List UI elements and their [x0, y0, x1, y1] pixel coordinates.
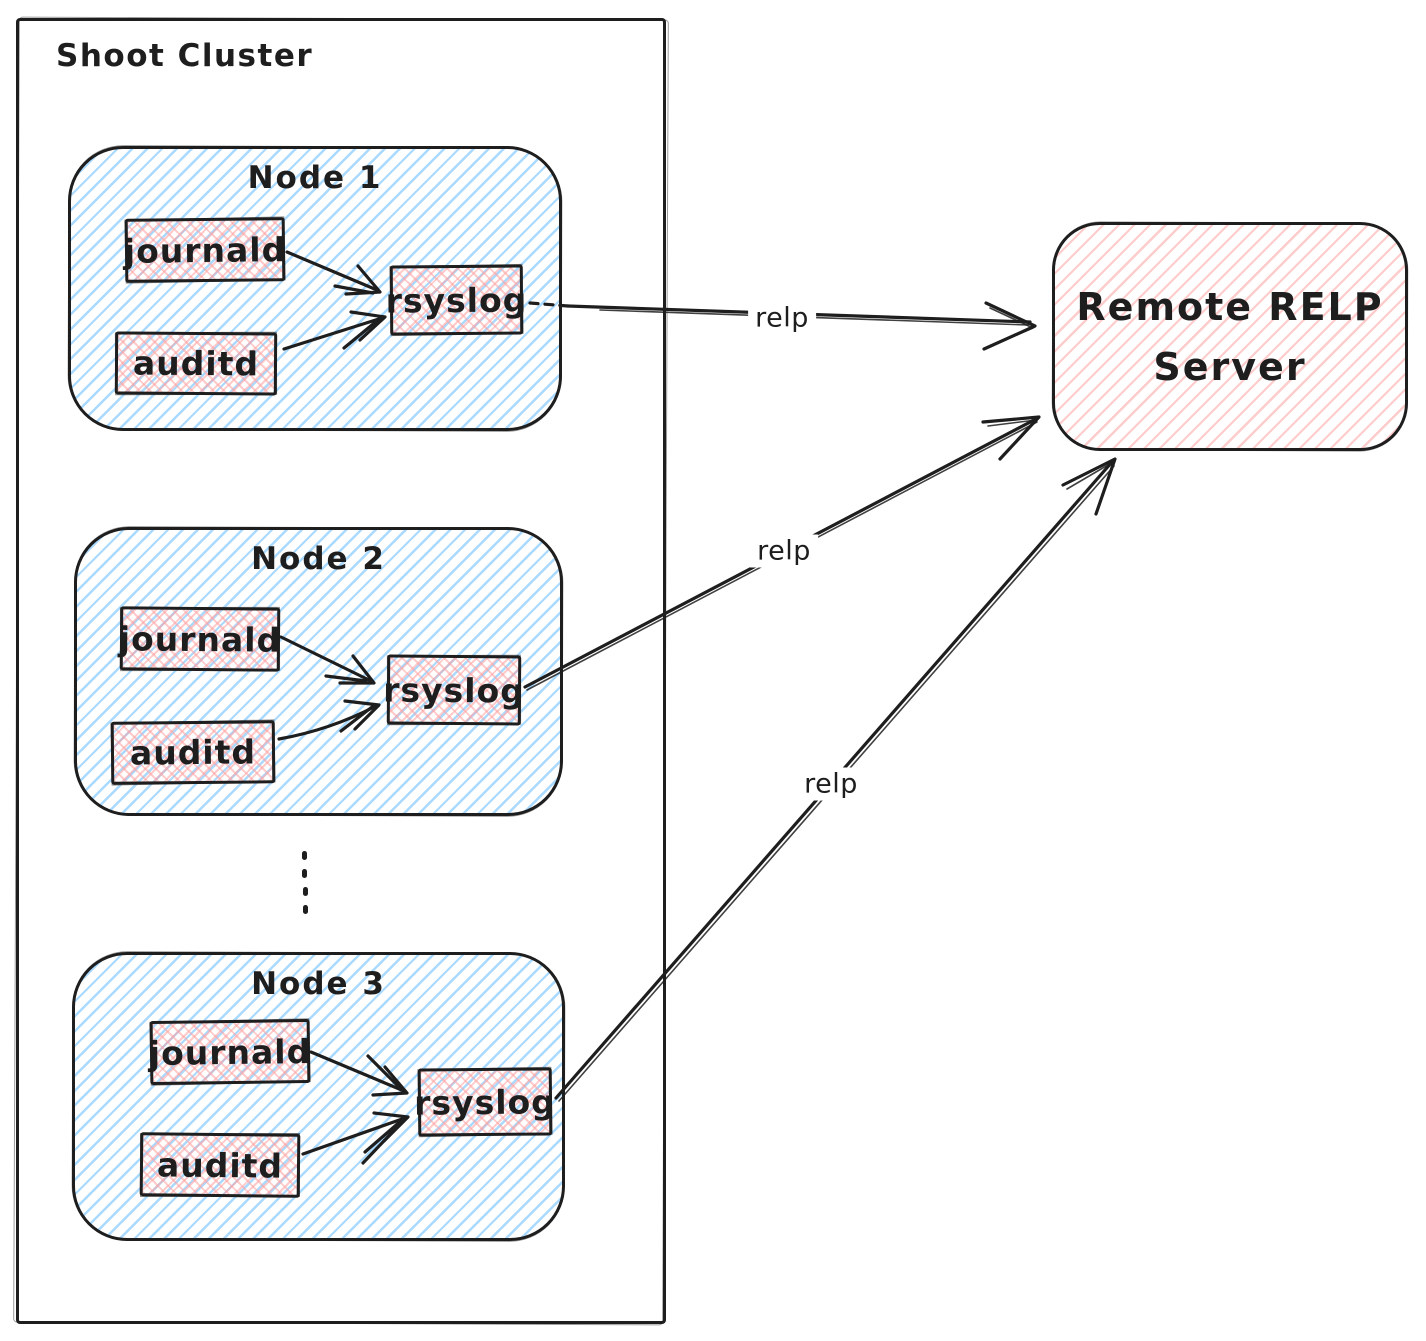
node-1-rsyslog-label: rsyslog: [385, 280, 528, 320]
relp-server-label-line2: Server: [1153, 344, 1307, 389]
node-2-journald-label: journald: [118, 618, 282, 660]
edge-label-relp-3: relp: [797, 767, 865, 801]
edge-label-relp-1: relp: [748, 301, 816, 335]
node-3-auditd-box: auditd: [139, 1132, 301, 1198]
node-1-journald-box: journald: [123, 217, 287, 283]
node-2-auditd-label: auditd: [129, 732, 257, 773]
relp-server-box: Remote RELP Server: [1052, 222, 1408, 451]
node-1-journald-label: journald: [123, 229, 287, 271]
node-3-journald-box: journald: [148, 1019, 312, 1085]
node-3-title: Node 3: [251, 966, 386, 1002]
node-3-journald-label: journald: [148, 1031, 312, 1073]
node-2-title: Node 2: [251, 541, 386, 577]
node-1-rsyslog-box: rsyslog: [386, 264, 527, 336]
node-2-rsyslog-label: rsyslog: [383, 670, 525, 710]
node-1-title: Node 1: [247, 160, 383, 196]
node-3-rsyslog-label: rsyslog: [413, 1081, 557, 1123]
node-1-auditd-label: auditd: [132, 343, 260, 384]
shoot-cluster-label: Shoot Cluster: [56, 38, 314, 74]
node-3-auditd-label: auditd: [156, 1144, 284, 1186]
node-1-auditd-box: auditd: [114, 331, 278, 396]
node-3-rsyslog-box: rsyslog: [414, 1067, 556, 1137]
edge-label-relp-2: relp: [750, 534, 818, 568]
relp-server-label-line1: Remote RELP: [1076, 284, 1384, 329]
node-2-auditd-box: auditd: [110, 720, 276, 785]
node-2-journald-box: journald: [118, 606, 282, 672]
node-2-rsyslog-box: rsyslog: [383, 654, 525, 726]
